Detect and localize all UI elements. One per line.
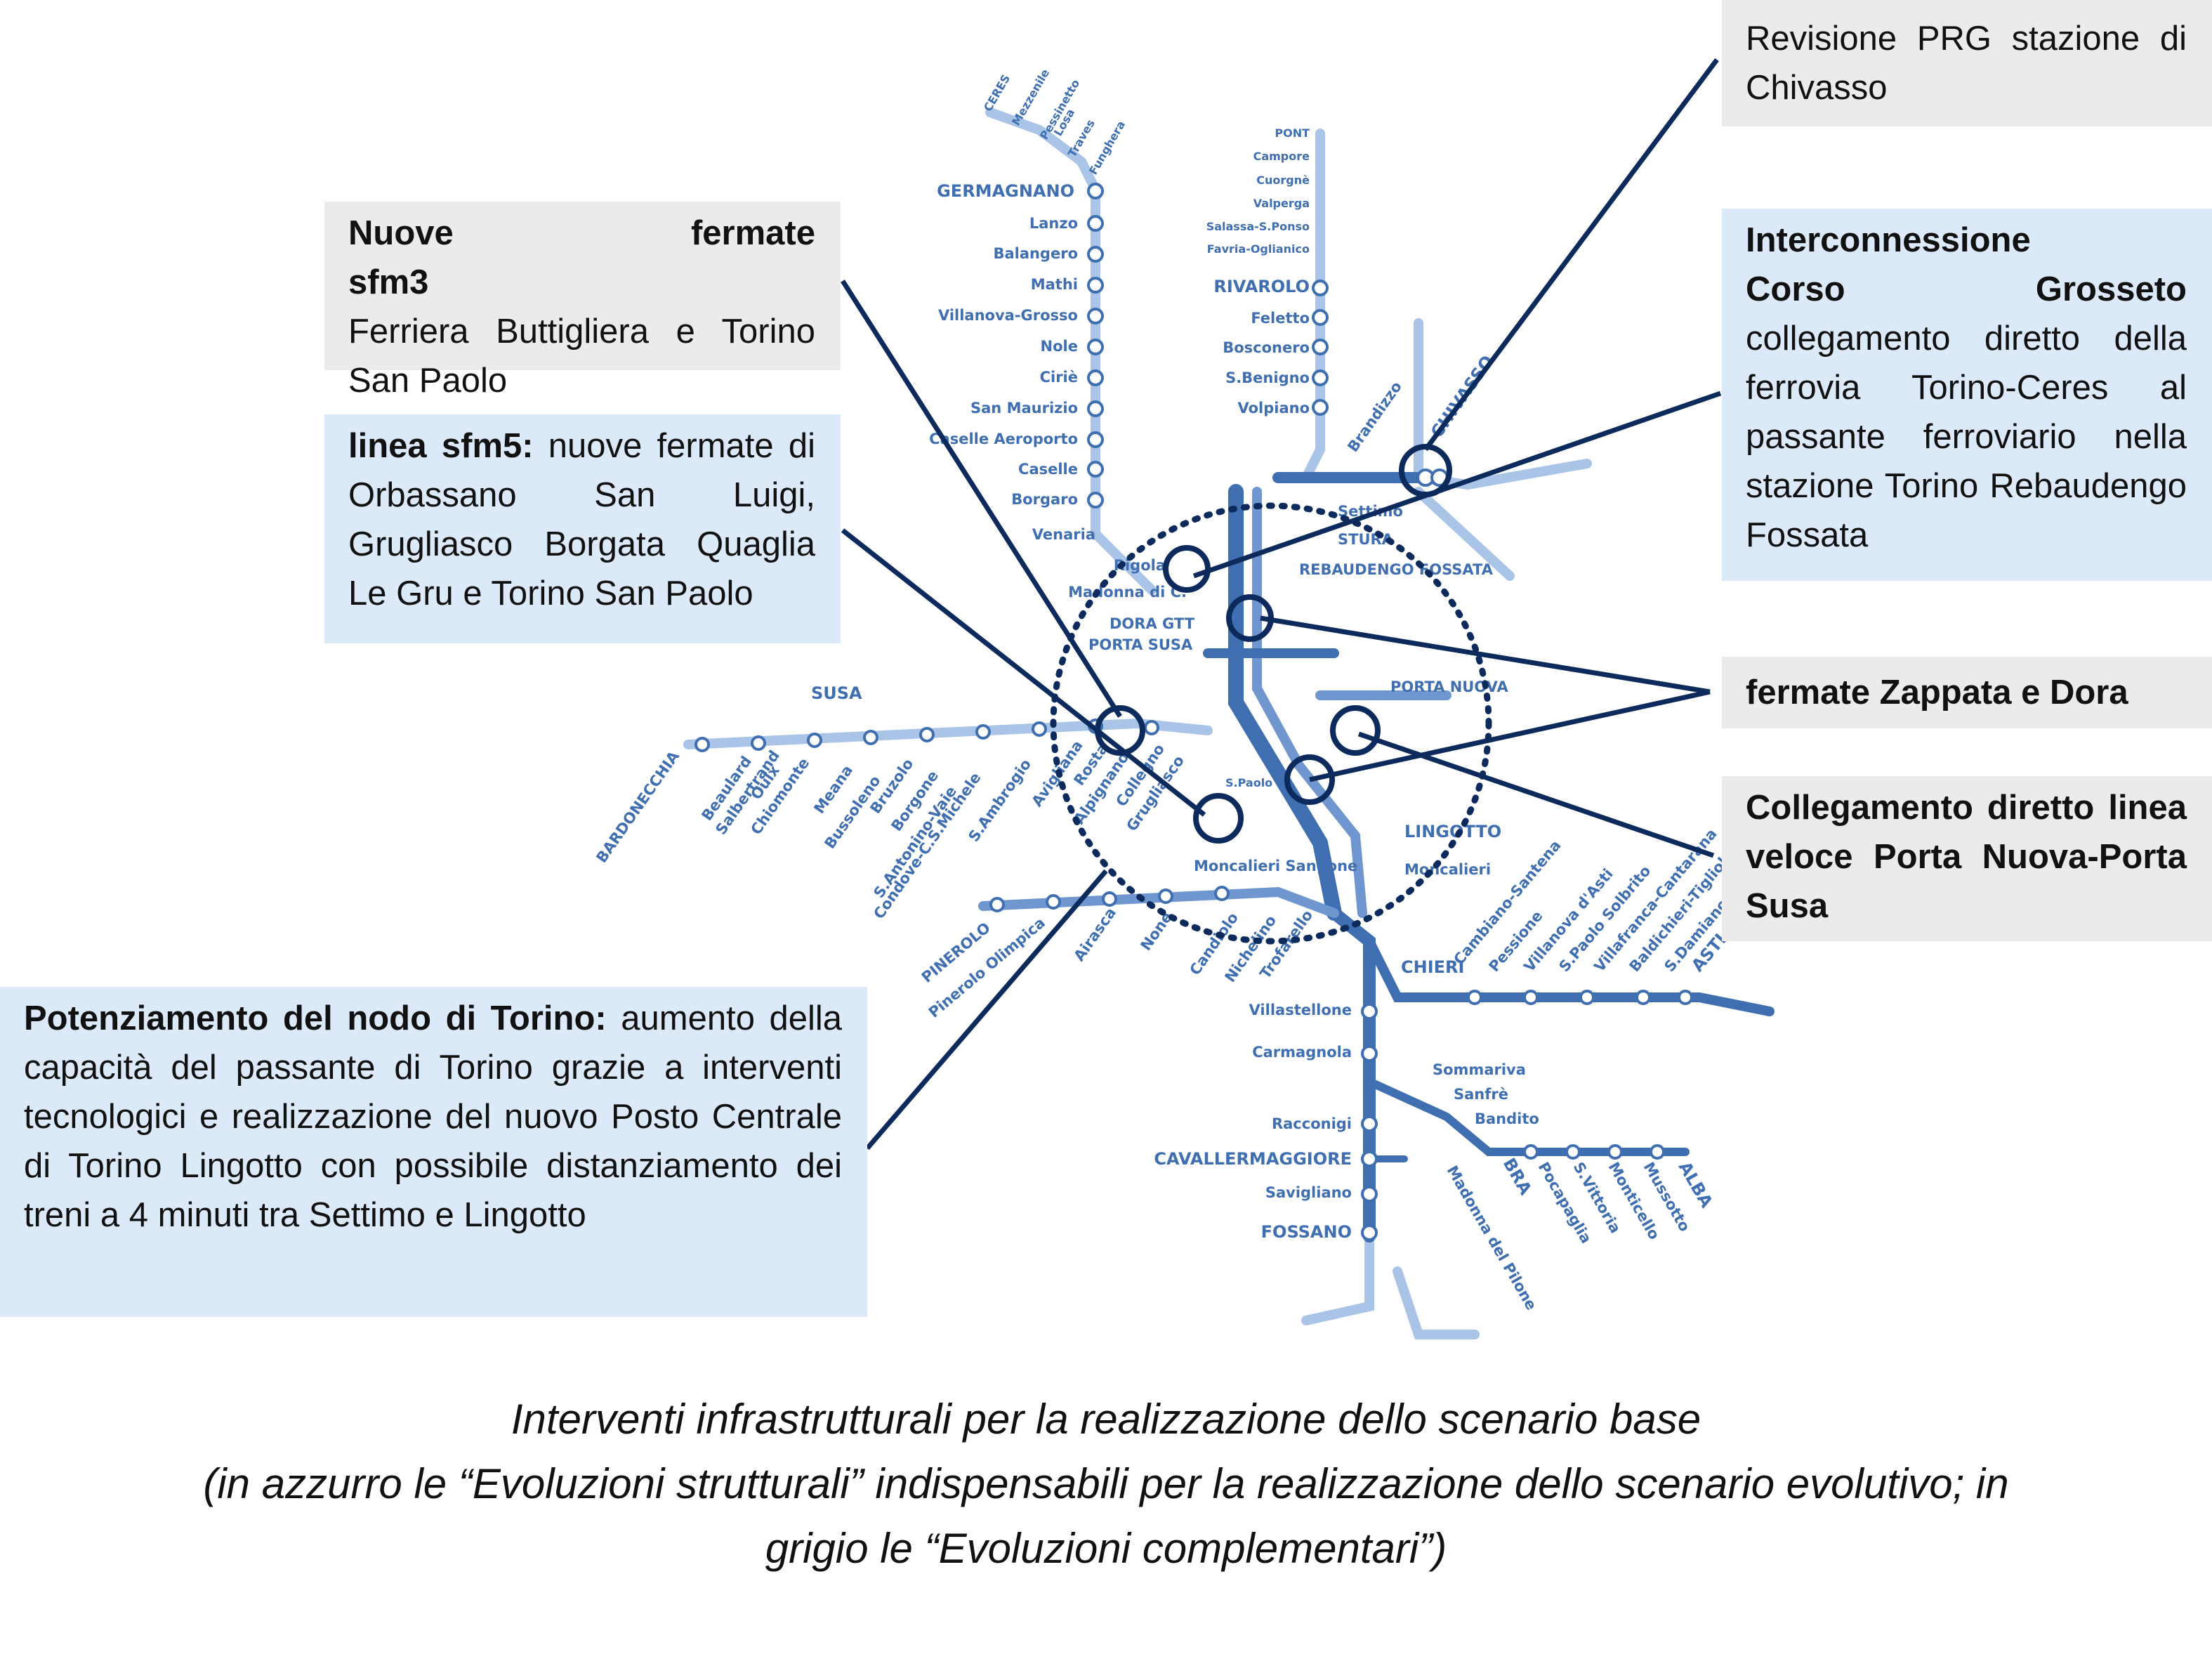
caption-line-2: (in azzurro le “Evoluzioni strutturali” …: [203, 1460, 2009, 1507]
label-caselle-aeroporto: Caselle Aeroporto: [929, 431, 1078, 447]
label-venaria: Venaria: [1032, 526, 1095, 543]
label-moncalieri: Moncalieri: [1404, 861, 1491, 878]
label-susa: SUSA: [811, 683, 862, 703]
label-bardonecchia: BARDONECCHIA: [593, 747, 683, 865]
caption-line-1: Interventi infrastrutturali per la reali…: [511, 1396, 1701, 1443]
station-stops: [694, 183, 1693, 1241]
callout-sfm3-text: Ferriera Buttigliera e Torino San Paolo: [348, 313, 815, 400]
highlight-zappata: [1330, 705, 1381, 756]
callout-grosseto-title: Interconnessione Corso Grosseto: [1746, 221, 2187, 308]
callout-sfm5-text: nuove fermate di Orbassano San Luigi, Gr…: [348, 427, 815, 612]
label-carmagnola: Carmagnola: [1252, 1044, 1352, 1061]
label-porta-nuova: PORTA NUOVA: [1390, 678, 1508, 695]
callout-nodo-torino: Potenziamento del nodo di Torino: aument…: [0, 987, 867, 1317]
label-ceres: CERES: [981, 72, 1013, 114]
label-villastellone: Villastellone: [1249, 1002, 1352, 1018]
figure-caption: Interventi infrastrutturali per la reali…: [0, 1387, 2212, 1581]
callout-sfm5: linea sfm5: nuove fermate di Orbassano S…: [324, 414, 841, 643]
callout-zappata-dora: fermate Zappata e Dora: [1722, 657, 2212, 728]
label-cuorgne: Cuorgnè: [1256, 173, 1310, 187]
label-s-benigno: S.Benigno: [1225, 369, 1310, 386]
callout-sfm3-title: Nuove fermate sfm3: [348, 214, 815, 301]
label-porta-susa: PORTA SUSA: [1088, 636, 1193, 653]
label-madonna-di-c: Madonna di C.: [1068, 584, 1187, 601]
callout-nodo-title: Potenziamento del nodo di Torino:: [24, 999, 607, 1037]
highlight-porta-nuova-link: [1284, 754, 1335, 805]
label-chieri: CHIERI: [1401, 957, 1464, 977]
label-cavallermaggiore: CAVALLERMAGGIORE: [1154, 1149, 1352, 1169]
label-moncalieri-sangone: Moncalieri Sangone: [1194, 858, 1357, 874]
label-san-maurizio: San Maurizio: [970, 400, 1078, 417]
label-borgaro: Borgaro: [1011, 491, 1078, 508]
label-bandito: Bandito: [1475, 1110, 1539, 1127]
label-campore: Campore: [1253, 150, 1310, 163]
label-lingotto: LINGOTTO: [1404, 822, 1501, 841]
label-stura: STURA: [1338, 531, 1394, 548]
callout-chivasso-text: Revisione PRG stazione di Chivasso: [1746, 20, 2187, 107]
highlight-dora: [1226, 594, 1274, 642]
callout-lines: [841, 58, 1722, 1150]
callout-chivasso: Revisione PRG stazione di Chivasso: [1722, 0, 2212, 126]
label-cirie: Ciriè: [1040, 369, 1078, 386]
label-germagnano: GERMAGNANO: [937, 181, 1074, 201]
label-salassa: Salassa-S.Ponso: [1206, 220, 1310, 233]
label-airasca: Airasca: [1070, 905, 1119, 964]
label-brandizzo: Brandizzo: [1344, 379, 1405, 455]
label-dora-gtt: DORA GTT: [1110, 615, 1195, 632]
main-lines: [978, 472, 1775, 1242]
label-balangero: Balangero: [993, 245, 1078, 262]
label-nole: Nole: [1041, 338, 1078, 355]
torino-node-boundary: [1050, 502, 1492, 945]
caption-line-3: grigio le “Evoluzioni complementari”): [765, 1525, 1447, 1572]
callout-zappata-title: fermate Zappata e Dora: [1746, 674, 2128, 712]
highlight-rebaudengo: [1163, 545, 1211, 593]
label-sanfre: Sanfrè: [1454, 1086, 1508, 1103]
label-bra: BRA: [1499, 1155, 1536, 1198]
label-lanzo: Lanzo: [1029, 215, 1078, 232]
label-favria: Favria-Oglianico: [1207, 242, 1310, 256]
light-lines: [683, 107, 1592, 1339]
label-volpiano: Volpiano: [1237, 400, 1310, 417]
highlight-s-paolo: [1193, 793, 1244, 844]
label-mathi: Mathi: [1031, 276, 1078, 293]
callout-collegamento-title: Collegamento diretto linea veloce Porta …: [1746, 789, 2187, 925]
highlight-circles: [1095, 444, 1452, 844]
label-s-paolo: S.Paolo: [1225, 776, 1272, 789]
callout-grosseto-text: collegamento diretto della ferrovia Tori…: [1746, 320, 2187, 554]
label-sommariva: Sommariva: [1433, 1061, 1526, 1078]
label-valperga: Valperga: [1253, 197, 1310, 210]
label-mezzenile: Mezzenile: [1009, 67, 1052, 128]
label-rivarolo: RIVAROLO: [1213, 277, 1310, 296]
label-caselle: Caselle: [1018, 461, 1078, 478]
callout-collegamento: Collegamento diretto linea veloce Porta …: [1722, 776, 2212, 941]
label-villanova-grosso: Villanova-Grosso: [938, 307, 1078, 324]
highlight-collegno: [1095, 705, 1145, 756]
callout-grosseto: Interconnessione Corso Grosseto collegam…: [1722, 209, 2212, 581]
label-pont: PONT: [1275, 126, 1310, 140]
highlight-chivasso: [1399, 444, 1452, 497]
label-rebaudengo: REBAUDENGO FOSSATA: [1299, 561, 1494, 578]
label-savigliano: Savigliano: [1265, 1184, 1352, 1201]
label-racconigi: Racconigi: [1272, 1115, 1352, 1132]
label-feletto: Feletto: [1251, 310, 1310, 327]
callout-sfm5-title: linea sfm5:: [348, 427, 534, 465]
label-s-ambrogio: S.Ambrogio: [965, 756, 1034, 845]
label-bosconero: Bosconero: [1223, 339, 1310, 356]
callout-nodo-text: aumento della capacità del passante di T…: [24, 999, 842, 1234]
label-fossano: FOSSANO: [1261, 1222, 1352, 1242]
